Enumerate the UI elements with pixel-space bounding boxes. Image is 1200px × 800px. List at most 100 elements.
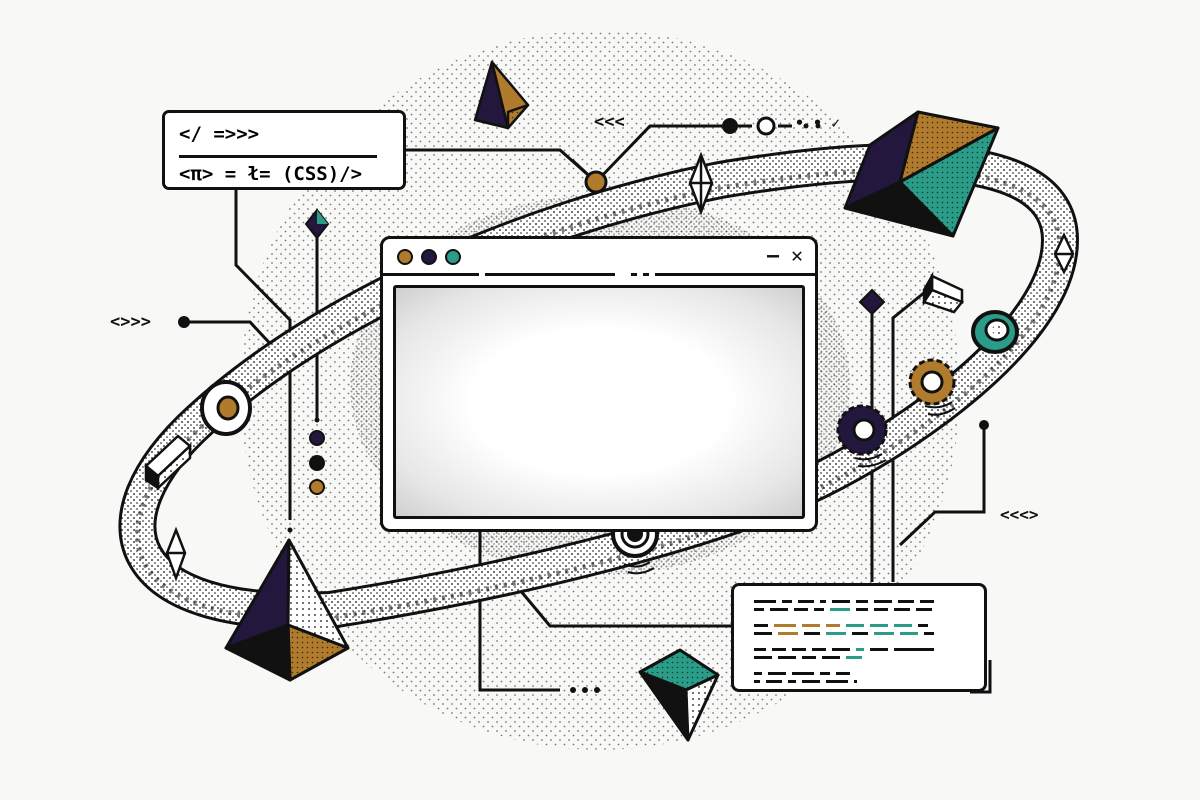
window-button-teal[interactable] [445, 249, 461, 265]
ring-left-ochre [200, 380, 252, 436]
titlebar-divider [655, 273, 815, 276]
code-card-line-2: <π> = ł= (CSS)/> [179, 163, 363, 185]
code-token-dash [768, 672, 786, 675]
close-icon[interactable]: ✕ [790, 243, 803, 267]
code-token-dash [774, 624, 796, 627]
code-card-divider [179, 155, 377, 158]
spindle-crystal-left [165, 526, 187, 582]
code-token-dash [924, 632, 934, 635]
code-token-dash [826, 632, 846, 635]
code-token-dash [856, 600, 868, 603]
code-token-dash [832, 648, 850, 651]
pyramid-bottom-left [224, 538, 350, 682]
code-token-dash [772, 648, 786, 651]
code-token-dash [894, 648, 934, 651]
code-token-dash [894, 624, 912, 627]
code-snippet-line [754, 632, 934, 635]
code-token-dash [830, 608, 850, 611]
code-token-dash [794, 608, 808, 611]
teal-gem-bottom [638, 648, 720, 742]
code-token-dash [792, 672, 814, 675]
code-token-dash [754, 632, 772, 635]
code-token-dash [874, 632, 894, 635]
window-button-indigo[interactable] [421, 249, 437, 265]
code-snippet-line [754, 600, 934, 603]
code-token-dash [754, 648, 766, 651]
gear-indigo-middle [836, 404, 888, 468]
code-token-dash [852, 632, 868, 635]
spindle-crystal-top [688, 151, 714, 216]
code-token-dash [822, 656, 840, 659]
top-arrows-label: <<< [594, 112, 625, 132]
code-token-dash [870, 624, 888, 627]
titlebar-divider [631, 273, 637, 276]
code-token-dash [836, 672, 850, 675]
code-token-dash [916, 608, 932, 611]
code-token-dash [856, 648, 864, 651]
code-snippet-line [754, 624, 928, 627]
connector-dots [178, 118, 989, 693]
code-snippet-line [754, 672, 850, 675]
code-token-dash [918, 624, 928, 627]
code-token-dash [826, 680, 848, 683]
code-token-dash [846, 624, 864, 627]
code-token-dash [802, 624, 820, 627]
code-token-dash [820, 600, 826, 603]
code-token-dash [874, 608, 888, 611]
code-token-dash [766, 680, 782, 683]
code-token-dash [770, 608, 788, 611]
code-token-dash [788, 680, 796, 683]
code-token-dash [894, 608, 910, 611]
left-arrows-label: <>>> [110, 312, 151, 332]
minimize-icon[interactable]: — [766, 243, 779, 267]
stacked-dots [309, 417, 325, 495]
code-token-dash [820, 672, 830, 675]
titlebar-divider [383, 273, 479, 276]
titlebar-divider [643, 273, 649, 276]
right-arrows-label: <<<> [1000, 505, 1039, 524]
code-token-dash [802, 680, 820, 683]
code-token-dash [900, 632, 918, 635]
code-token-dash [782, 600, 792, 603]
code-token-dash [846, 656, 862, 659]
code-token-dash [778, 632, 798, 635]
block-left [144, 434, 192, 491]
code-token-dash [874, 600, 892, 603]
code-token-dash [754, 608, 764, 611]
code-token-dash [898, 600, 914, 603]
block-right [922, 271, 965, 314]
code-token-dash [832, 600, 850, 603]
top-node-tail: • • ✓ [795, 114, 841, 132]
code-token-dash [920, 600, 934, 603]
hollow-node [756, 116, 776, 136]
code-card: </ =>>> <π> = ł= (CSS)/> [162, 110, 406, 190]
code-token-dash [804, 632, 820, 635]
code-token-dash [870, 648, 888, 651]
code-snippet-line [754, 608, 932, 611]
titlebar-divider [485, 273, 615, 276]
code-token-dash [826, 624, 840, 627]
code-token-dash [778, 656, 796, 659]
code-token-dash [854, 680, 857, 683]
code-token-dash [754, 672, 762, 675]
code-token-dash [754, 680, 760, 683]
code-token-dash [802, 656, 816, 659]
diamond-pin-left [304, 208, 330, 240]
code-snippet-line [754, 656, 862, 659]
code-card-line-1: </ =>>> [179, 123, 260, 145]
browser-viewport [393, 285, 805, 519]
code-snippet-line [754, 648, 934, 651]
code-token-dash [792, 648, 806, 651]
small-pyramid-top [473, 60, 530, 130]
code-token-dash [856, 608, 868, 611]
ring-teal-right [971, 310, 1019, 354]
code-token-dash [754, 624, 768, 627]
browser-window: — ✕ [380, 236, 818, 532]
code-token-dash [814, 608, 824, 611]
crystal-top-right [843, 110, 1000, 238]
spindle-crystal-right [1053, 232, 1075, 275]
ochre-junction-node [584, 170, 608, 194]
code-token-dash [754, 600, 776, 603]
window-button-ochre[interactable] [397, 249, 413, 265]
code-snippet-card [731, 583, 987, 692]
